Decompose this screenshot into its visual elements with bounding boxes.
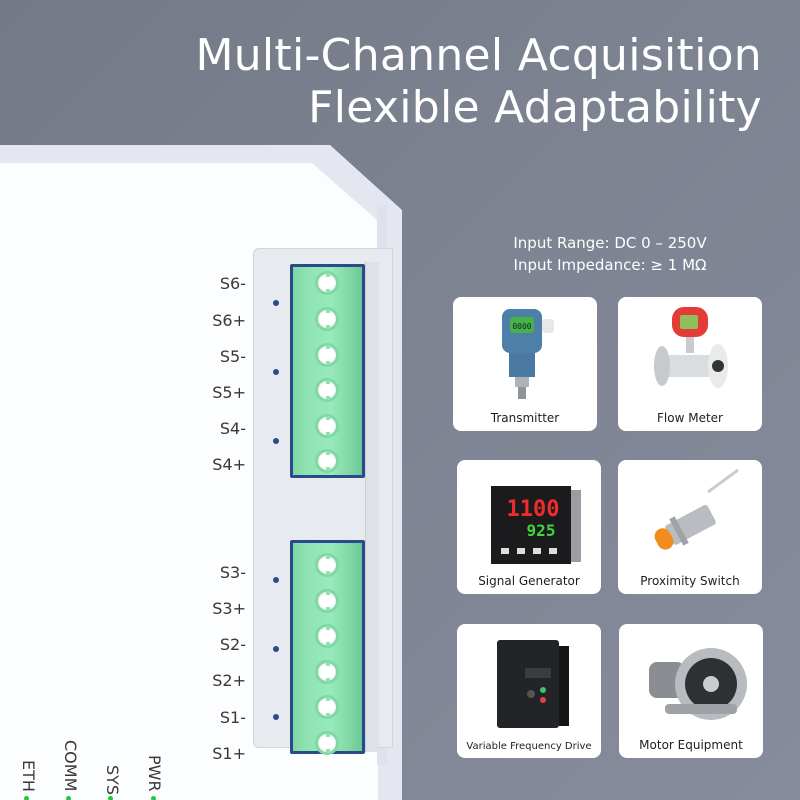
channel-marker-dot bbox=[273, 438, 279, 444]
screw-terminal-s2-minus[interactable] bbox=[315, 624, 339, 648]
flow-meter-icon bbox=[618, 305, 762, 401]
channel-marker-dot bbox=[273, 577, 279, 583]
pin-label: S3- bbox=[219, 563, 246, 582]
pin-label: S3+ bbox=[212, 599, 246, 618]
pin-label: S4+ bbox=[212, 455, 246, 474]
pin-label: S5- bbox=[219, 347, 246, 366]
pressure-transmitter-icon: 0000 bbox=[453, 305, 597, 401]
screw-terminal-s3-plus[interactable] bbox=[315, 589, 339, 613]
channel-marker-dot bbox=[273, 714, 279, 720]
application-card-transmitter: 0000 Transmitter bbox=[453, 297, 597, 431]
svg-text:0000: 0000 bbox=[512, 322, 531, 331]
application-card-vfd: Variable Frequency Drive bbox=[457, 624, 601, 758]
card-label: Variable Frequency Drive bbox=[466, 741, 592, 752]
vfd-icon bbox=[457, 632, 601, 728]
pin-label: S1+ bbox=[212, 744, 246, 763]
led-label-comm: COMM bbox=[61, 740, 80, 792]
screw-terminal-s5-plus[interactable] bbox=[315, 378, 339, 402]
proximity-switch-icon bbox=[618, 468, 762, 564]
screw-terminal-s2-plus[interactable] bbox=[315, 660, 339, 684]
application-card-signal-generator: 1100 925 Signal Generator bbox=[457, 460, 601, 594]
led-label-eth: ETH bbox=[19, 760, 38, 792]
screw-terminal-s6-plus[interactable] bbox=[315, 307, 339, 331]
input-range: Input Range: DC 0 – 250V bbox=[513, 234, 707, 252]
card-label: Signal Generator bbox=[478, 574, 580, 588]
application-card-motor: Motor Equipment bbox=[619, 624, 763, 758]
screw-terminal-s1-plus[interactable] bbox=[315, 731, 339, 755]
card-label: Transmitter bbox=[490, 411, 560, 425]
svg-text:1100: 1100 bbox=[507, 497, 560, 522]
channel-marker-dot bbox=[273, 369, 279, 375]
headline: Multi-Channel Acquisition Flexible Adapt… bbox=[195, 30, 762, 134]
motor-icon bbox=[619, 632, 763, 728]
pin-label: S2- bbox=[219, 635, 246, 654]
terminal-block-upper bbox=[290, 264, 365, 478]
pin-label: S6+ bbox=[212, 311, 246, 330]
card-label: Motor Equipment bbox=[639, 738, 743, 752]
channel-marker-dot bbox=[273, 646, 279, 652]
terminal-bay-rail bbox=[365, 262, 379, 752]
screw-terminal-s1-minus[interactable] bbox=[315, 695, 339, 719]
pin-label: S1- bbox=[219, 708, 246, 727]
screw-terminal-s4-plus[interactable] bbox=[315, 449, 339, 473]
terminal-block-lower bbox=[290, 540, 365, 755]
application-card-proximity-switch: Proximity Switch bbox=[618, 460, 762, 594]
headline-line-2: Flexible Adaptability bbox=[308, 82, 762, 133]
screw-terminal-s4-minus[interactable] bbox=[315, 414, 339, 438]
specs: Input Range: DC 0 – 250V Input Impedance… bbox=[490, 232, 730, 276]
screw-terminal-s6-minus[interactable] bbox=[315, 271, 339, 295]
eth-led-icon bbox=[24, 796, 29, 800]
led-label-sys: SYS bbox=[103, 765, 122, 796]
pin-label: S2+ bbox=[212, 671, 246, 690]
input-impedance: Input Impedance: ≥ 1 MΩ bbox=[513, 256, 707, 274]
comm-led-icon bbox=[66, 796, 71, 800]
screw-terminal-s3-minus[interactable] bbox=[315, 553, 339, 577]
pwr-led-icon bbox=[151, 796, 156, 800]
application-card-flow-meter: Flow Meter bbox=[618, 297, 762, 431]
pin-label: S5+ bbox=[212, 383, 246, 402]
headline-line-1: Multi-Channel Acquisition bbox=[195, 30, 762, 81]
led-label-pwr: PWR bbox=[145, 755, 164, 792]
pin-label: S4- bbox=[219, 419, 246, 438]
channel-marker-dot bbox=[273, 300, 279, 306]
card-label: Flow Meter bbox=[657, 411, 723, 425]
sys-led-icon bbox=[108, 796, 113, 800]
svg-text:925: 925 bbox=[527, 521, 556, 540]
signal-generator-icon: 1100 925 bbox=[457, 468, 601, 566]
pin-label: S6- bbox=[219, 274, 246, 293]
card-label: Proximity Switch bbox=[640, 574, 740, 588]
screw-terminal-s5-minus[interactable] bbox=[315, 343, 339, 367]
